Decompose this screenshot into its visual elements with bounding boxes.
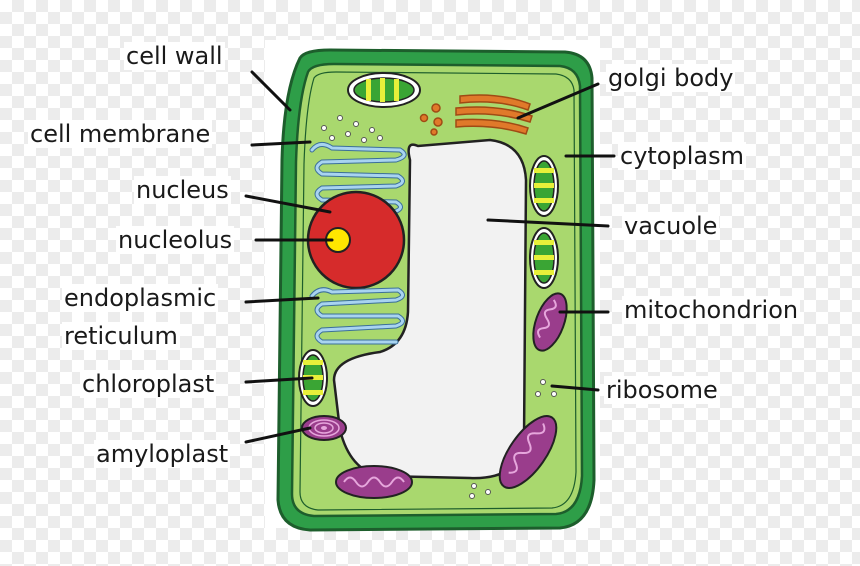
label-reticulum: reticulum: [62, 322, 180, 350]
label-cell-membrane: cell membrane: [28, 120, 213, 148]
label-nucleus: nucleus: [134, 176, 231, 204]
ribosomes: [469, 379, 557, 499]
leader-nucleus: [244, 194, 332, 214]
mitochondrion-bottom: [335, 465, 413, 499]
chloroplast-right-2: [529, 227, 559, 289]
label-ribosome: ribosome: [604, 376, 720, 404]
chloroplast-right-1: [529, 155, 559, 217]
label-nucleolus: nucleolus: [116, 226, 235, 254]
leader-vacuole: [486, 218, 610, 228]
mitochondrion-right: [532, 292, 568, 352]
chloroplast-top: [347, 72, 421, 108]
label-mitochondrion: mitochondrion: [622, 296, 801, 324]
label-amyloplast: amyloplast: [94, 440, 231, 468]
leader-er: [244, 296, 320, 304]
vacuole: [332, 138, 528, 480]
label-cell-wall: cell wall: [124, 42, 225, 70]
label-chloroplast: chloroplast: [80, 370, 217, 398]
leader-chloroplast: [244, 376, 314, 384]
label-cytoplasm: cytoplasm: [618, 142, 746, 170]
cell-membrane-line: [299, 71, 577, 511]
vesicles: [321, 115, 383, 143]
label-vacuole: vacuole: [622, 212, 720, 240]
leader-ribosome: [550, 384, 600, 392]
leader-golgi: [516, 82, 600, 120]
label-golgi-body: golgi body: [606, 64, 736, 92]
golgi-body: [419, 94, 533, 136]
leader-cell-wall: [250, 70, 292, 112]
leader-amyloplast: [244, 426, 312, 444]
amyloplast: [301, 415, 347, 441]
leader-cell-membrane: [250, 140, 312, 147]
label-endoplasmic: endoplasmic: [62, 284, 219, 312]
mitochondrion-bottom-right: [498, 415, 558, 489]
